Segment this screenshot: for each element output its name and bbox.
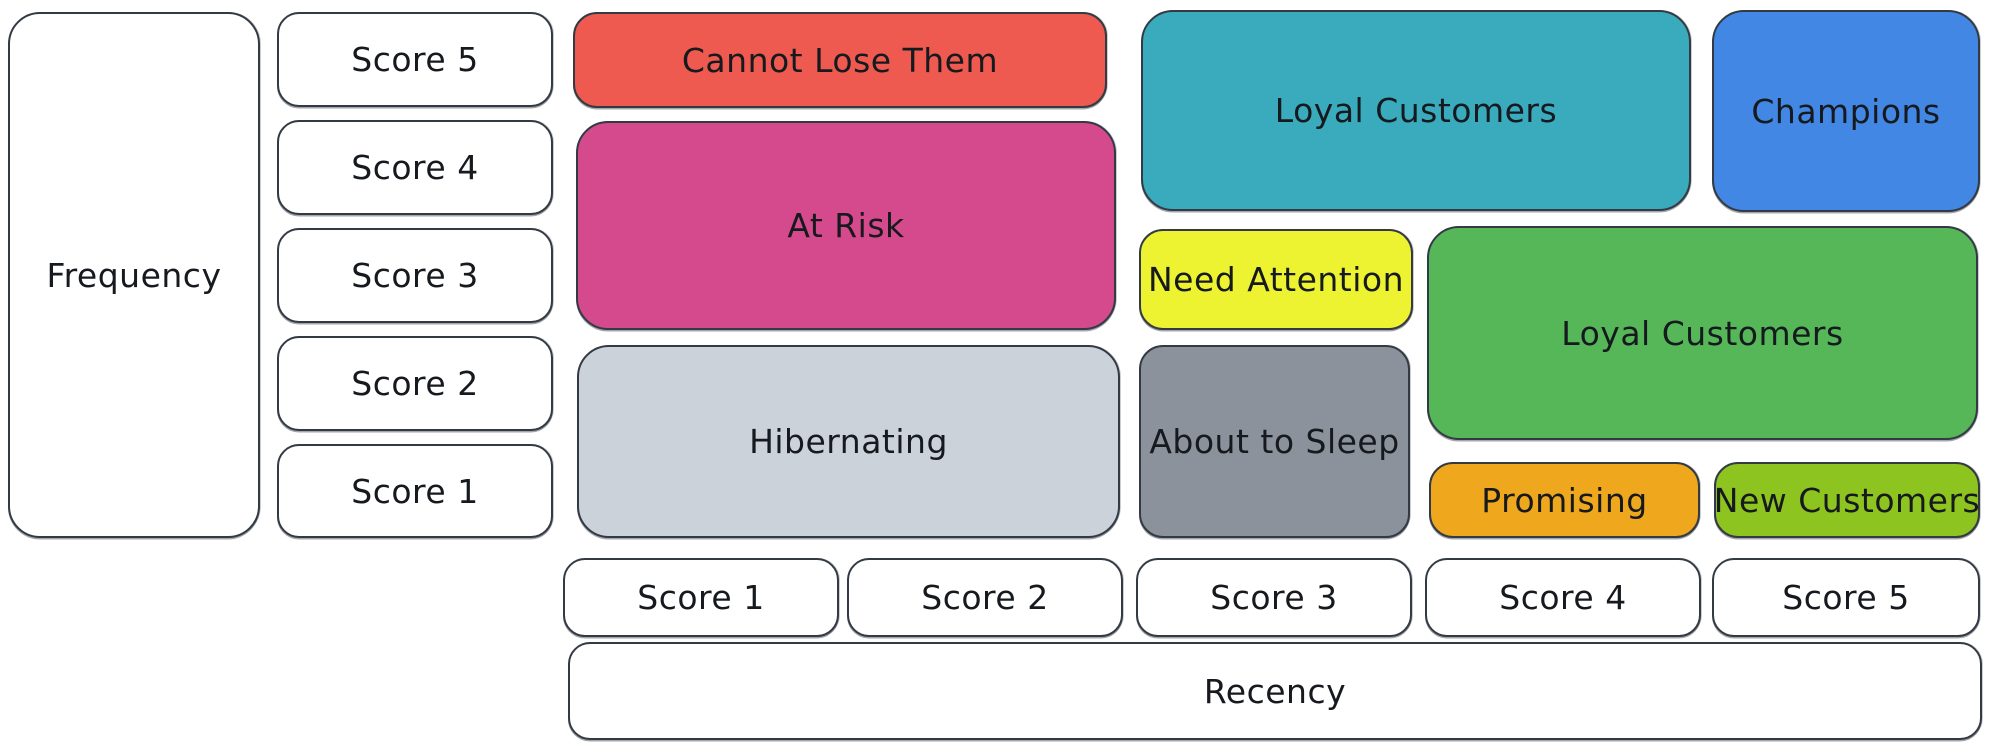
segment-cannot-lose-them: Cannot Lose Them [573,12,1107,108]
frequency-score-1-label: Score 1 [351,471,479,511]
recency-score-5-label: Score 5 [1782,578,1910,617]
frequency-score-2-box: Score 2 [277,336,553,431]
segment-at-risk: At Risk [576,121,1116,330]
recency-score-1-label: Score 1 [637,578,765,617]
segment-new-customers: New Customers [1714,462,1980,538]
recency-score-2-box: Score 2 [847,558,1123,637]
frequency-score-5-label: Score 5 [351,40,479,79]
segment-champions-label: Champions [1751,91,1941,131]
segment-champions: Champions [1712,10,1980,212]
recency-score-5-box: Score 5 [1712,558,1980,637]
recency-score-1-box: Score 1 [563,558,839,637]
recency-axis-label: Recency [1203,671,1347,711]
frequency-score-3-box: Score 3 [277,228,553,323]
frequency-score-3-label: Score 3 [351,256,479,295]
frequency-score-4-label: Score 4 [351,148,479,187]
segment-promising-label: Promising [1481,480,1648,520]
segment-promising: Promising [1429,462,1700,538]
frequency-score-4-box: Score 4 [277,120,553,215]
segment-loyal-customers-mid-label: Loyal Customers [1561,313,1844,353]
recency-score-4-box: Score 4 [1425,558,1701,637]
segment-loyal-customers-top: Loyal Customers [1141,10,1691,211]
recency-score-3-box: Score 3 [1136,558,1412,637]
frequency-score-1-box: Score 1 [277,444,553,538]
frequency-score-2-label: Score 2 [351,364,479,403]
segment-cannot-lose-them-label: Cannot Lose Them [681,40,999,80]
frequency-axis-label-box: Frequency [8,12,260,538]
segment-at-risk-label: At Risk [787,206,905,245]
segment-need-attention: Need Attention [1139,229,1413,330]
segment-loyal-customers-mid: Loyal Customers [1427,226,1978,440]
segment-hibernating-label: Hibernating [749,422,948,461]
segment-loyal-customers-top-label: Loyal Customers [1274,91,1558,130]
segment-new-customers-label: New Customers [1713,480,1981,520]
segment-about-to-sleep: About to Sleep [1139,345,1410,538]
segment-about-to-sleep-label: About to Sleep [1149,422,1400,461]
segment-need-attention-label: Need Attention [1147,260,1405,299]
recency-axis-label-box: Recency [568,642,1982,740]
segment-hibernating: Hibernating [577,345,1120,538]
recency-score-4-label: Score 4 [1499,578,1627,617]
recency-score-3-label: Score 3 [1210,578,1338,617]
frequency-axis-label: Frequency [46,255,222,295]
frequency-score-5-box: Score 5 [277,12,553,107]
recency-score-2-label: Score 2 [921,578,1049,617]
